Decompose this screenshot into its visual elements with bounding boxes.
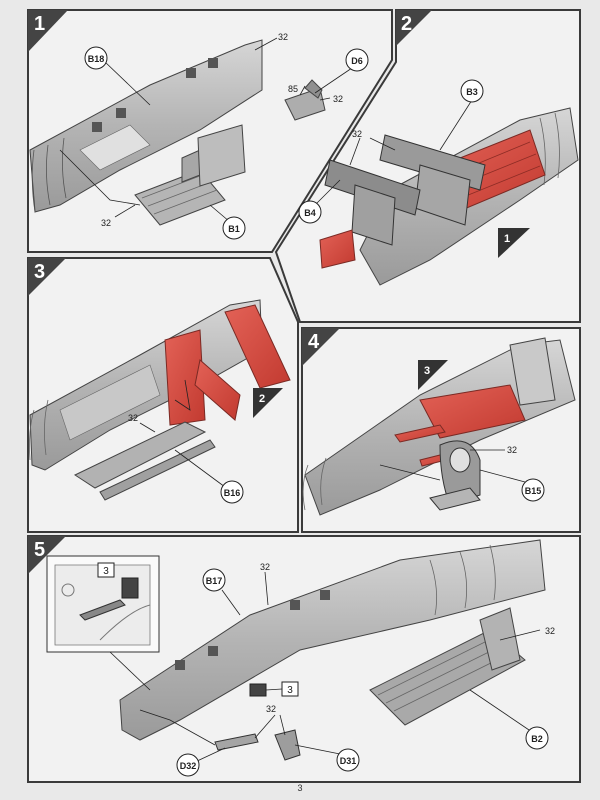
step-5-number: 5	[34, 539, 45, 561]
step-3-ref-arrow	[253, 388, 283, 418]
step-2-callout-b3: B3	[460, 79, 484, 103]
step-3-fuselage-illustration	[29, 299, 291, 471]
svg-text:B3: B3	[466, 87, 478, 97]
step-4-number: 4	[308, 331, 320, 353]
step-5-ref-box: 3	[287, 685, 293, 696]
svg-text:B2: B2	[531, 734, 543, 744]
step-1-part-number-32-bottom: 32	[101, 218, 111, 228]
step-1-part-number-32-top: 32	[278, 32, 288, 42]
step-5-fuselage-illustration	[119, 539, 546, 741]
svg-text:D6: D6	[351, 56, 363, 66]
step-2-badge	[396, 10, 432, 46]
step-1-fuselage-illustration	[29, 39, 263, 213]
step-2-panel: 2 1 B3 B4	[274, 9, 581, 323]
step-4-part-b15	[429, 440, 481, 511]
step-5-callout-d31: D31	[336, 748, 360, 772]
step-3-panel: 3 2 B16 32	[27, 257, 299, 533]
svg-text:D32: D32	[180, 761, 197, 771]
step-1-badge	[28, 10, 68, 52]
step-2-part-b4	[319, 159, 421, 269]
svg-text:B18: B18	[88, 54, 105, 64]
step-1-callout-d6: D6	[345, 48, 369, 72]
svg-text:B17: B17	[206, 576, 223, 586]
step-3-part-number-32: 32	[128, 413, 138, 423]
step-3-ref-step: 2	[259, 393, 265, 405]
step-3-part-b16	[73, 421, 216, 501]
step-5-inset-ref-box: 3	[103, 566, 109, 577]
step-5-part-d32	[214, 733, 259, 751]
step-3-leader-lines	[139, 379, 226, 488]
step-2-ref-arrow	[498, 228, 530, 258]
step-5-callout-d32: D32	[176, 753, 200, 777]
step-2-ref-step: 1	[504, 233, 510, 245]
step-4-ref-arrow	[418, 360, 448, 390]
step-5-part-b2	[369, 607, 526, 726]
step-5-part-number-32-bottom: 32	[266, 704, 276, 714]
step-5-panel: 5 3	[27, 535, 581, 783]
step-2-part-number-32: 32	[352, 129, 362, 139]
step-1-number: 1	[34, 13, 45, 35]
step-3-badge	[28, 258, 66, 296]
step-3-number: 3	[34, 261, 45, 283]
step-2-callout-b4: B4	[298, 200, 322, 224]
step-4-callout-b15: B15	[521, 478, 545, 502]
step-3-callout-b16: B16	[220, 480, 244, 504]
svg-text:B1: B1	[228, 224, 240, 234]
step-1-callout-b18: B18	[84, 46, 108, 70]
step-1-part-number-85: 85	[288, 84, 298, 94]
step-4-badge	[302, 328, 340, 366]
step-5-badge	[28, 536, 66, 574]
step-2-leader-lines	[314, 99, 473, 206]
step-5-part-number-32-top: 32	[260, 562, 270, 572]
step-5-part-d31	[274, 729, 301, 761]
svg-text:B15: B15	[525, 486, 542, 496]
step-1-callout-b1: B1	[222, 216, 246, 240]
step-1-part-number-32-right: 32	[333, 94, 343, 104]
page-number: 3	[297, 783, 303, 793]
step-1-part-d6	[284, 79, 326, 121]
step-4-leader-lines	[379, 449, 526, 483]
step-5-callout-b2: B2	[525, 726, 549, 750]
step-5-part-number-32-right: 32	[545, 626, 555, 636]
svg-text:D31: D31	[340, 756, 357, 766]
step-5-leader-lines	[109, 571, 541, 763]
step-1-panel: 1	[27, 9, 393, 253]
svg-text:B16: B16	[224, 488, 241, 498]
step-1-part-b1	[134, 124, 246, 226]
step-4-fuselage-illustration	[302, 337, 576, 516]
svg-text:B4: B4	[304, 208, 316, 218]
step-2-number: 2	[401, 13, 412, 35]
step-5-inset-detail: 3	[46, 555, 160, 653]
step-5-callout-b17: B17	[202, 568, 226, 592]
step-4-panel: 4 3 B15 32	[301, 327, 581, 533]
step-4-part-number-32: 32	[507, 445, 517, 455]
step-4-ref-step: 3	[424, 365, 430, 377]
